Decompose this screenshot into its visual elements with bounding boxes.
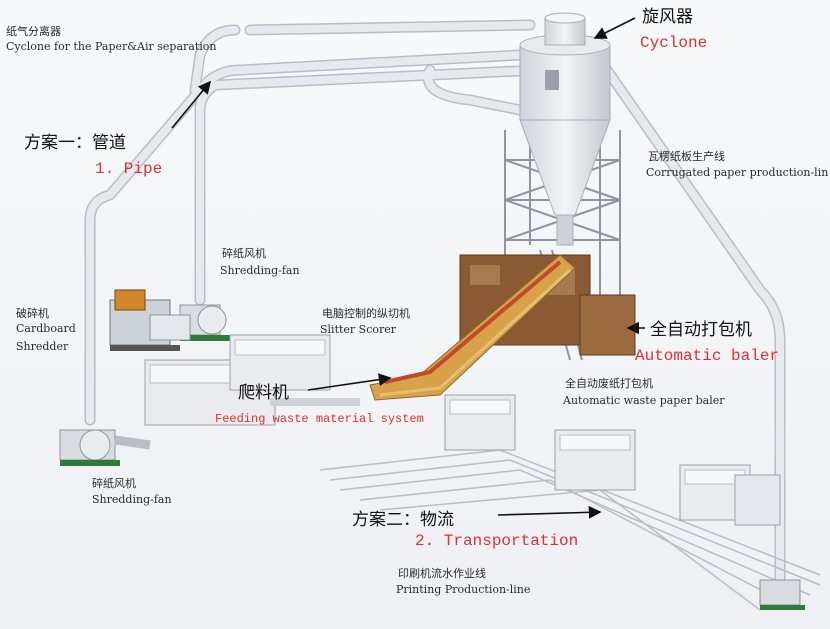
shredding-fan-top-label-en: Shredding-fan xyxy=(220,264,300,277)
pipe-network xyxy=(84,19,786,596)
automatic-baler-label-zh: 全自动打包机 xyxy=(650,320,752,340)
printing-production-line xyxy=(319,394,821,611)
printing-line-label-en: Printing Production-line xyxy=(396,583,531,596)
corrugated-line-label-en: Corrugated paper production-lin xyxy=(646,166,829,179)
waste-paper-baler-label-en: Automatic waste paper baler xyxy=(563,394,725,407)
cardboard-shredder-machine xyxy=(109,289,191,351)
cardboard-shredder-label-zh: 破碎机 xyxy=(16,307,49,320)
cyclone-separation-label-en: Cyclone for the Paper&Air separation xyxy=(6,40,217,53)
feeding-conveyor xyxy=(369,254,576,401)
feeding-system-label-en: Feeding waste material system xyxy=(215,412,424,426)
plan2-label-en: 2. Transportation xyxy=(415,532,579,550)
cyclone-label-zh: 旋风器 xyxy=(642,7,693,27)
slitter-scorer-machines xyxy=(144,334,360,426)
corrugated-line-label-zh: 瓦楞纸板生产线 xyxy=(648,150,725,163)
cyclone-separation-label-zh: 纸气分离器 xyxy=(6,25,61,38)
shredding-fan-top-label-zh: 碎纸风机 xyxy=(222,247,266,260)
plan1-label-en: 1. Pipe xyxy=(95,160,163,178)
shredding-fan-bottom-label-zh: 碎纸风机 xyxy=(92,477,136,490)
printing-line-label-zh: 印刷机流水作业线 xyxy=(398,567,486,580)
plan1-label-zh: 方案一：管道 xyxy=(24,133,126,153)
feeding-system-label-zh: 爬料机 xyxy=(238,383,289,403)
cardboard-shredder-label-en1: Cardboard xyxy=(16,322,76,335)
plan2-label-zh: 方案二：物流 xyxy=(352,510,454,530)
cardboard-shredder-label-en2: Shredder xyxy=(16,340,69,353)
waste-paper-baler-label-zh: 全自动废纸打包机 xyxy=(565,377,653,390)
shredding-fan-bottom-machine xyxy=(59,429,151,466)
slitter-scorer-label-zh: 电脑控制的纵切机 xyxy=(322,307,410,320)
slitter-scorer-label-en: Slitter Scorer xyxy=(320,323,397,336)
shredding-fan-bottom-label-en: Shredding-fan xyxy=(92,493,172,506)
automatic-baler-label-en: Automatic baler xyxy=(635,347,780,365)
cyclone-label-en: Cyclone xyxy=(640,34,708,52)
